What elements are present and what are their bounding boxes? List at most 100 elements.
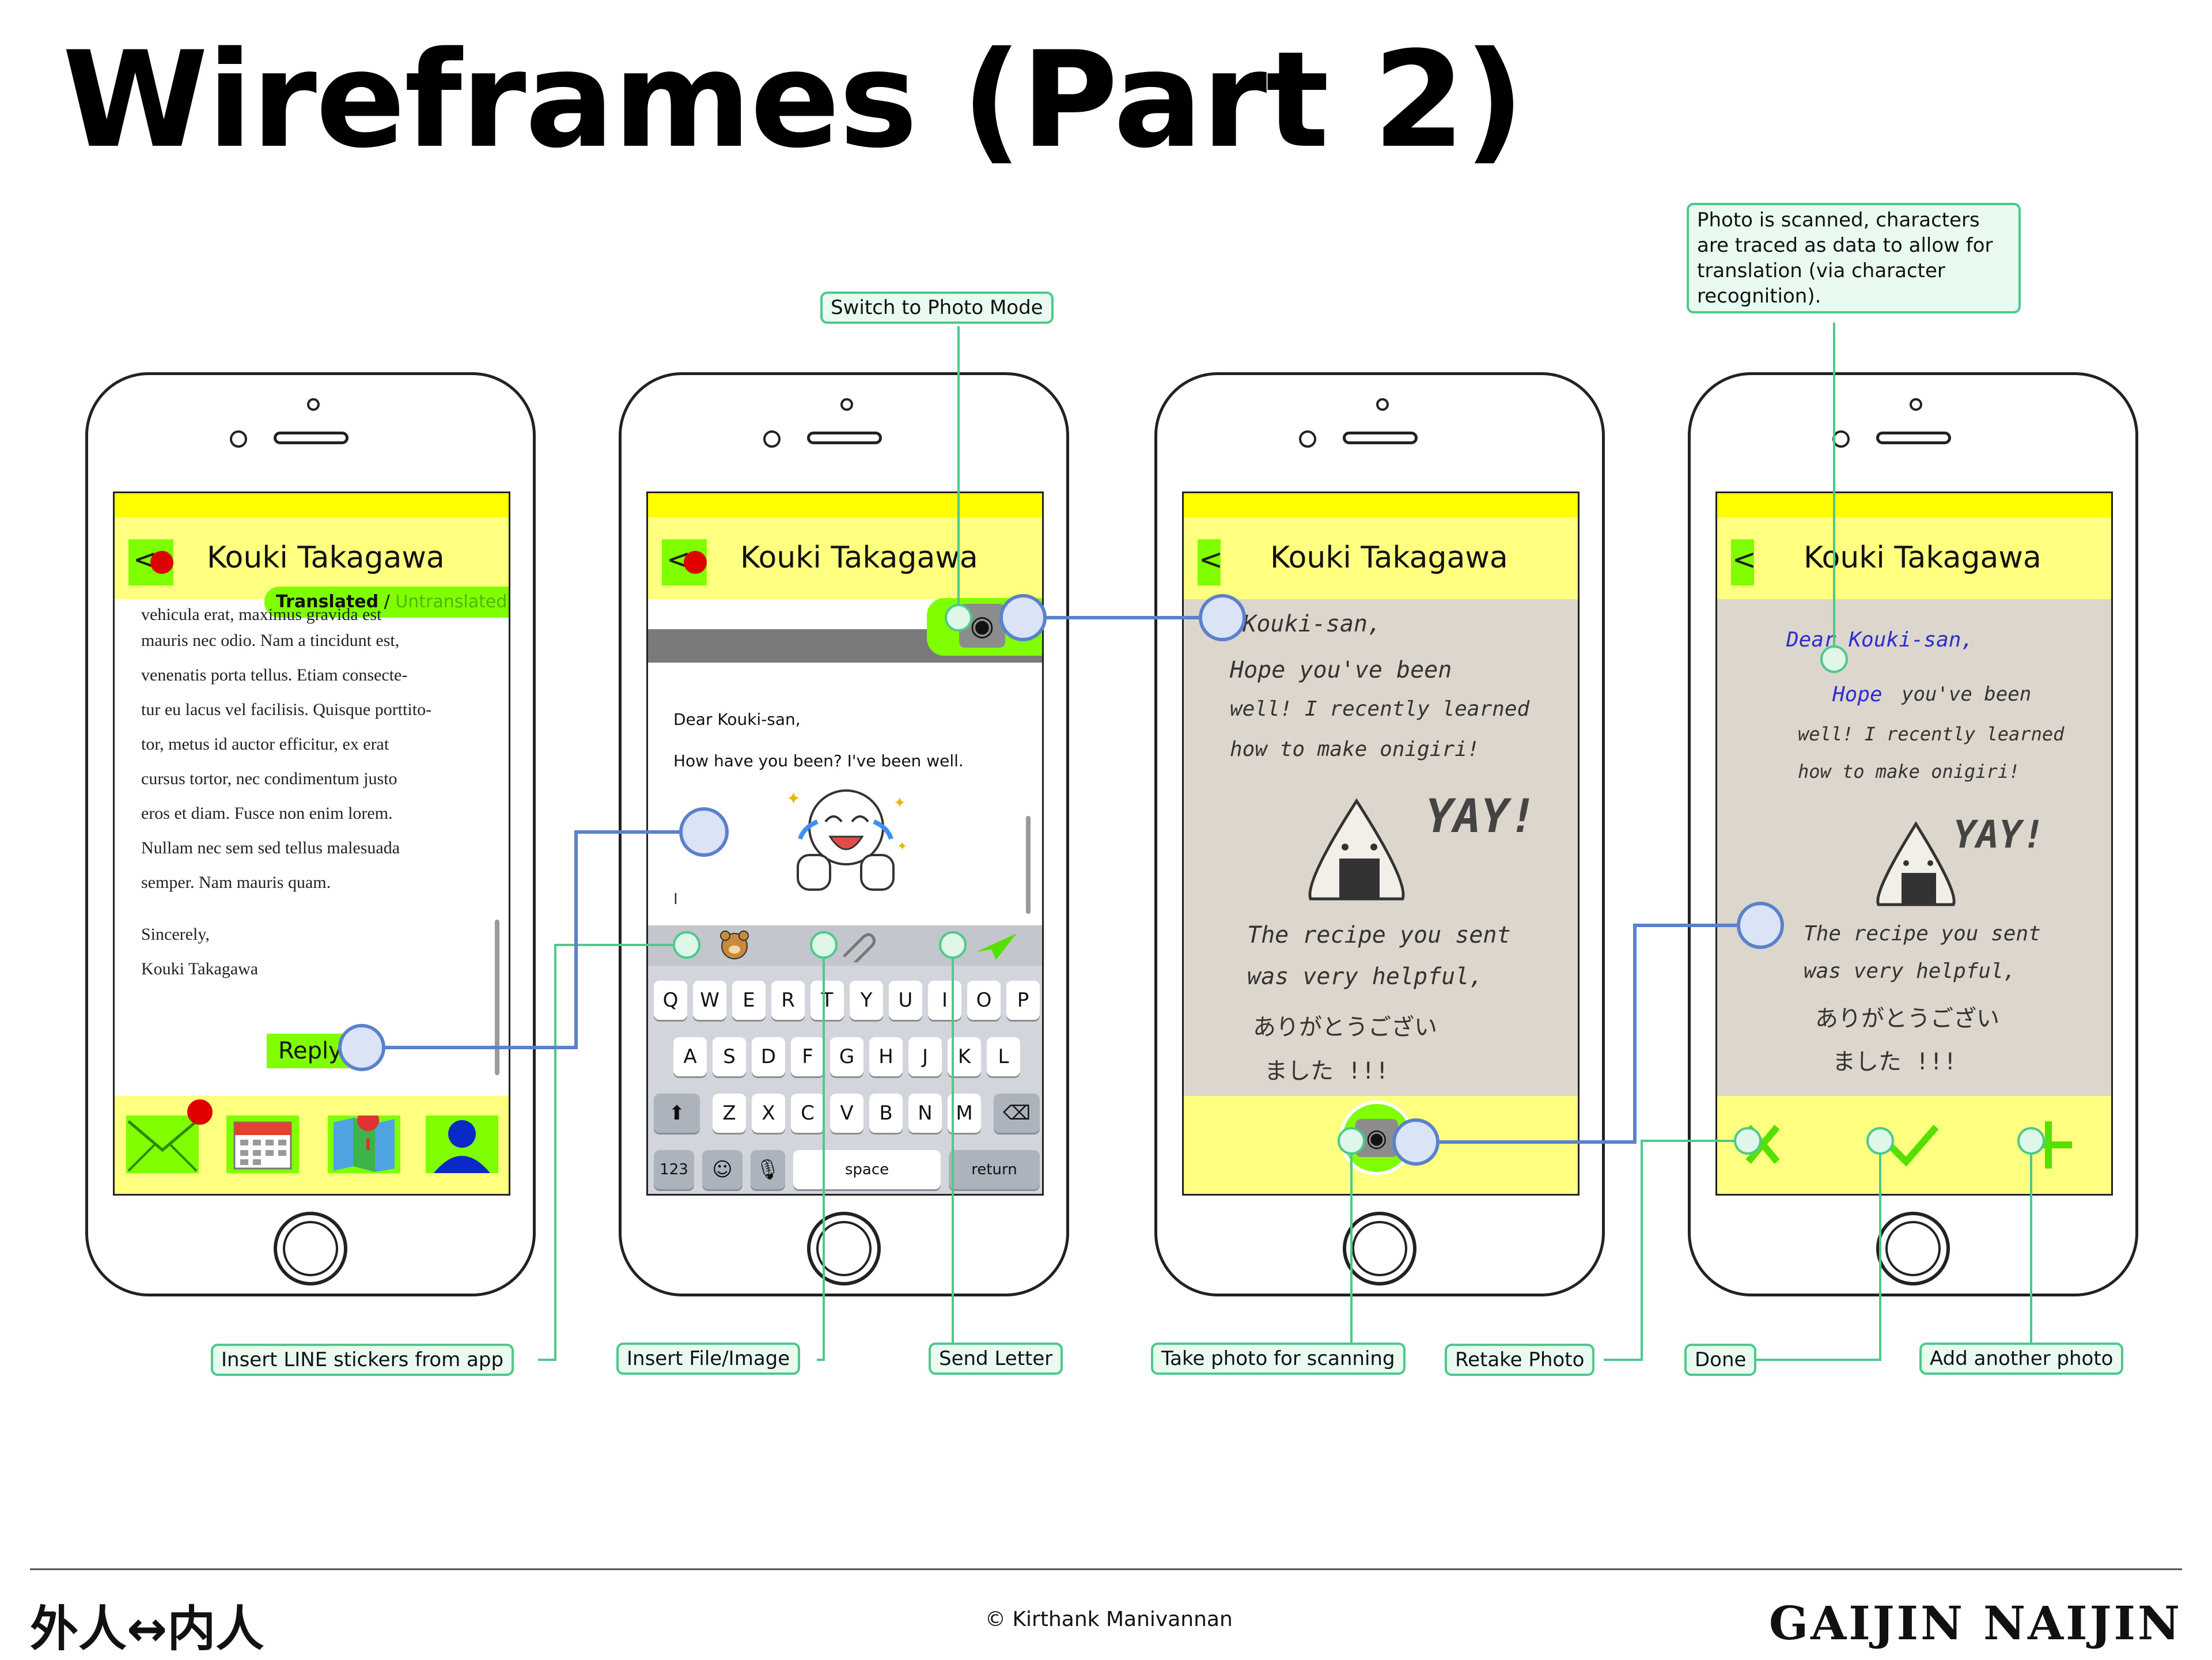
- space-key[interactable]: space: [793, 1150, 941, 1189]
- conversation-header: < Kouki Takagawa: [648, 517, 1042, 599]
- return-key[interactable]: return: [949, 1150, 1040, 1189]
- home-button[interactable]: [1343, 1212, 1416, 1285]
- key[interactable]: Y: [850, 981, 883, 1020]
- profile-icon[interactable]: [426, 1116, 498, 1173]
- bear-sticker-icon: [720, 931, 749, 959]
- scrollbar[interactable]: [1026, 816, 1031, 914]
- key[interactable]: C: [791, 1094, 824, 1133]
- translation-toggle[interactable]: Translated / Untranslated: [264, 587, 509, 618]
- reply-button[interactable]: Reply: [267, 1034, 353, 1068]
- key[interactable]: Q: [654, 981, 687, 1020]
- back-button[interactable]: <: [1198, 539, 1223, 585]
- paper-plane-icon: [976, 933, 1017, 960]
- home-button[interactable]: [807, 1212, 881, 1285]
- status-bar: [115, 493, 509, 517]
- recording-dot-icon: [684, 551, 707, 574]
- key[interactable]: I: [928, 981, 961, 1020]
- key[interactable]: D: [752, 1037, 785, 1076]
- backspace-key[interactable]: ⌫: [994, 1094, 1040, 1133]
- annotation-marker: [2017, 1127, 2045, 1155]
- map-icon[interactable]: [328, 1109, 400, 1173]
- key[interactable]: U: [889, 981, 922, 1020]
- chevron-left-icon: <: [1732, 543, 1756, 576]
- scrollbar[interactable]: [495, 920, 499, 1075]
- speaker: [274, 432, 349, 444]
- key[interactable]: G: [830, 1037, 863, 1076]
- footer-divider: [30, 1568, 2182, 1570]
- map-shape: [334, 1109, 395, 1172]
- toggle-untranslated[interactable]: Untranslated: [395, 592, 507, 612]
- flow-marker: [1392, 1118, 1440, 1166]
- annotation-add-photo: Add another photo: [1919, 1343, 2124, 1375]
- handwriting-line: ありがとうござい: [1253, 1014, 1437, 1041]
- body-line: vehicula erat, maximus gravida est: [141, 605, 382, 624]
- paperclip-icon: [843, 933, 876, 966]
- flow-marker: [338, 1024, 385, 1071]
- speaker: [1343, 432, 1418, 444]
- toggle-translated[interactable]: Translated: [276, 592, 379, 612]
- flow-reply-to-compose: [362, 830, 704, 1049]
- key[interactable]: N: [908, 1094, 942, 1133]
- handwriting-line: you've been: [1902, 683, 2032, 706]
- letter-signature: Kouki Takagawa: [141, 959, 259, 978]
- keyboard-row-1: Q W E R T Y U I O P: [654, 981, 1040, 1020]
- back-button[interactable]: <: [128, 539, 173, 585]
- attach-file-button[interactable]: [804, 929, 890, 966]
- calendar-icon[interactable]: [226, 1116, 299, 1173]
- key[interactable]: H: [869, 1037, 903, 1076]
- key[interactable]: W: [693, 981, 726, 1020]
- body-line: cursus tortor, nec condimentum justo: [141, 769, 397, 788]
- checkmark-icon: [1887, 1125, 1939, 1167]
- mail-icon[interactable]: [126, 1099, 213, 1173]
- front-camera: [1299, 430, 1316, 448]
- shift-key[interactable]: ⬆: [654, 1094, 700, 1133]
- key[interactable]: P: [1006, 981, 1040, 1020]
- key[interactable]: R: [771, 981, 805, 1020]
- line-insert-file: [817, 945, 825, 1361]
- onigiri-drawing: [1308, 798, 1405, 901]
- home-button[interactable]: [274, 1212, 347, 1285]
- key[interactable]: O: [967, 981, 1001, 1020]
- phone-3: < Kouki Takagawa ar Kouki-san, Hope you'…: [1154, 372, 1605, 1296]
- key[interactable]: F: [791, 1037, 824, 1076]
- contact-name: Kouki Takagawa: [207, 540, 445, 575]
- key[interactable]: J: [908, 1037, 942, 1076]
- body-line: eros et diam. Fusce non enim lorem.: [141, 804, 393, 823]
- footer-logo-wordmark: GAIJIN NAIJIN: [1768, 1596, 2182, 1650]
- camera-viewfinder: ar Kouki-san, Hope you've been well! I r…: [1184, 599, 1578, 1096]
- svg-text:✦: ✦: [893, 795, 906, 812]
- front-camera: [763, 430, 781, 448]
- key[interactable]: X: [752, 1094, 785, 1133]
- status-bar: [1184, 493, 1578, 517]
- annotation-switch-photo: Switch to Photo Mode: [820, 292, 1054, 324]
- emoji-key[interactable]: ☺: [702, 1150, 743, 1189]
- back-button[interactable]: <: [1731, 539, 1756, 585]
- microphone-key[interactable]: 🎙: [751, 1150, 785, 1189]
- key[interactable]: Z: [713, 1094, 746, 1133]
- flow-marker: [999, 594, 1047, 641]
- scanned-photo: Dear Kouki-san, Hope you've been well! I…: [1717, 599, 2111, 1096]
- phone-2: < Kouki Takagawa ◉ Dear Kouki-san, How h…: [619, 372, 1069, 1296]
- key[interactable]: V: [830, 1094, 863, 1133]
- key[interactable]: B: [869, 1094, 903, 1133]
- speaker: [807, 432, 882, 444]
- letter-message: How have you been? I've been well.: [673, 751, 964, 770]
- conversation-header: < Kouki Takagawa: [1717, 517, 2111, 599]
- annotation-insert-file: Insert File/Image: [616, 1343, 801, 1375]
- sticker-button[interactable]: [671, 929, 757, 962]
- key[interactable]: S: [713, 1037, 746, 1076]
- annotation-retake: Retake Photo: [1445, 1344, 1595, 1376]
- calendar-shape: [233, 1121, 292, 1170]
- contact-name: Kouki Takagawa: [1804, 540, 2041, 575]
- key[interactable]: E: [732, 981, 766, 1020]
- keyboard-row-3: ⬆ Z X C V B N M ⌫: [654, 1094, 1040, 1133]
- send-letter-button[interactable]: [936, 929, 1022, 962]
- back-button[interactable]: <: [662, 539, 707, 585]
- key[interactable]: A: [673, 1037, 707, 1076]
- home-button[interactable]: [1876, 1212, 1950, 1285]
- flow-marker: [679, 807, 729, 857]
- key[interactable]: L: [987, 1037, 1020, 1076]
- done-button[interactable]: [1873, 1113, 1948, 1177]
- keyboard: Q W E R T Y U I O P A S D F G H: [648, 925, 1042, 1194]
- numbers-key[interactable]: 123: [654, 1150, 694, 1189]
